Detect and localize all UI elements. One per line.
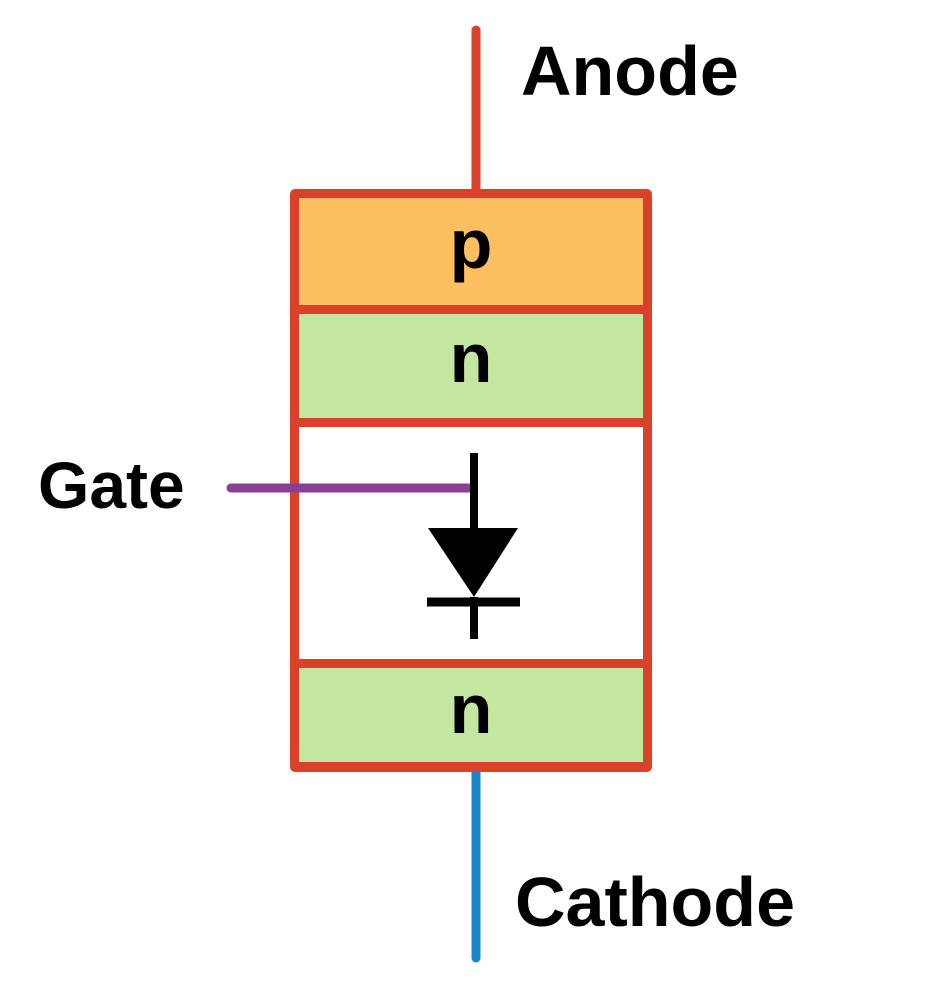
layer-p: p <box>299 198 643 305</box>
diode-triangle <box>428 528 518 597</box>
diode-symbol-icon <box>427 453 520 639</box>
layer-n-lower-label: n <box>449 670 493 748</box>
layer-p-label: p <box>449 204 493 283</box>
gate-label: Gate <box>38 448 185 522</box>
cathode-label: Cathode <box>515 863 795 941</box>
anode-label: Anode <box>521 32 739 110</box>
layer-n-upper-label: n <box>449 319 493 397</box>
layer-n-upper: n <box>299 314 643 418</box>
layer-n-lower: n <box>299 668 643 762</box>
